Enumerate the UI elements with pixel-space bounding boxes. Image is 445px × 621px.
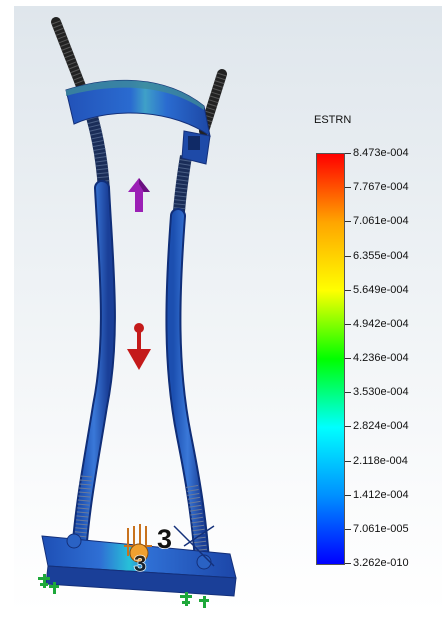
graphics-viewport[interactable]: 3 3 ESTRN 8.473e-004 7.767e-004 7.061e-004… — [14, 6, 442, 615]
top-arch-bracket — [65, 79, 211, 165]
gravity-arrow — [127, 323, 151, 370]
up-arrow — [128, 178, 150, 212]
legend-tick-label: 6.355e-004 — [353, 250, 409, 262]
load-marker-label-shadow: 3 — [134, 551, 146, 576]
legend-tick — [345, 324, 351, 325]
legend-tick-label: 4.236e-004 — [353, 352, 409, 364]
legend-tick-label: 7.061e-005 — [353, 523, 409, 535]
legend-tick — [345, 221, 351, 222]
legend-tick-label: 5.649e-004 — [353, 284, 409, 296]
legend-title: ESTRN — [314, 114, 352, 126]
legend-tick-label: 3.262e-010 — [353, 557, 409, 569]
legend-tick — [345, 153, 351, 154]
legend-tick-label: 2.118e-004 — [353, 455, 408, 467]
leg-left — [72, 180, 116, 549]
legend-tick — [345, 187, 351, 188]
strain-color-bar[interactable] — [316, 153, 345, 565]
legend-tick — [345, 529, 351, 530]
legend-tick-label: 7.767e-004 — [353, 181, 409, 193]
legend-tick — [345, 495, 351, 496]
legend-tick-label: 4.942e-004 — [353, 318, 409, 330]
legend-tick — [345, 256, 351, 257]
load-point-marker — [129, 543, 149, 563]
legend-tick — [345, 461, 351, 462]
legend-tick-label: 7.061e-004 — [353, 215, 409, 227]
load-marker-label: 3 — [157, 524, 172, 554]
legend-tick-label: 8.473e-004 — [353, 147, 409, 159]
legend-tick — [345, 290, 351, 291]
legend-tick — [345, 426, 351, 427]
legend-tick-label: 2.824e-004 — [353, 420, 409, 432]
legend-tick — [345, 358, 351, 359]
legend-tick — [345, 392, 351, 393]
legend-tick — [345, 563, 351, 564]
fixture-markers — [38, 574, 209, 608]
leg-right — [165, 208, 210, 569]
fea-model-view[interactable]: 3 3 — [14, 6, 442, 615]
legend-tick-label: 1.412e-004 — [353, 489, 409, 501]
legend-tick-label: 3.530e-004 — [353, 386, 409, 398]
